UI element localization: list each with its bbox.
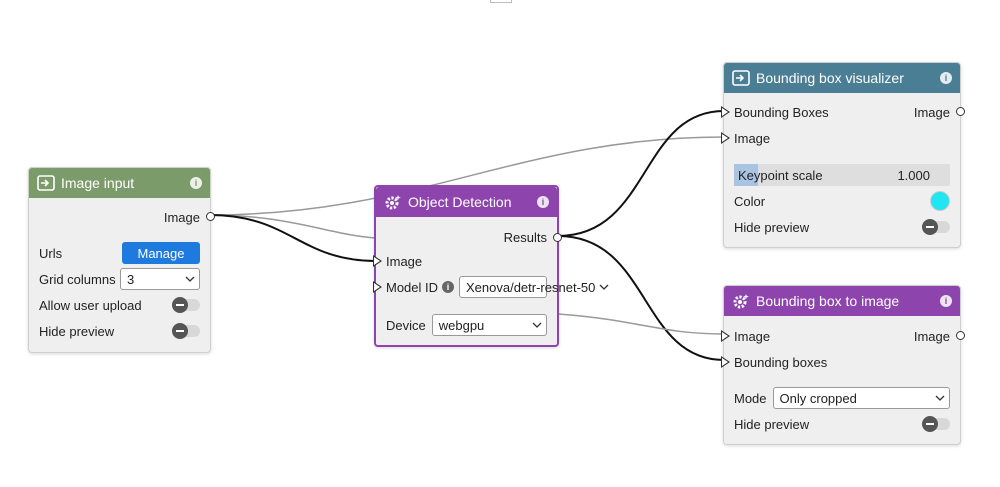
- bounding-boxes-input-port[interactable]: [721, 106, 730, 118]
- bbox-to-image-title: Bounding box to image: [756, 293, 900, 309]
- keypoint-scale-slider[interactable]: Keypoint scale 1.000: [734, 164, 950, 186]
- model-id-input-port[interactable]: [373, 281, 382, 293]
- image-output-label: Image: [163, 209, 200, 225]
- color-label: Color: [734, 193, 766, 209]
- urls-label: Urls: [39, 245, 63, 261]
- chevron-down-icon: [185, 276, 195, 282]
- model-id-label: Model ID: [386, 279, 439, 295]
- model-id-info-icon[interactable]: i: [442, 281, 455, 293]
- image-input-title: Image input: [61, 175, 135, 191]
- allow-upload-label: Allow user upload: [39, 297, 142, 313]
- info-icon[interactable]: i: [190, 177, 202, 189]
- chevron-down-icon: [599, 284, 609, 290]
- image-input-node[interactable]: Image input i Image Urls Manage Grid col…: [28, 167, 215, 353]
- wire-results-to-bbox-image: [557, 235, 725, 361]
- device-select[interactable]: webgpu: [431, 314, 547, 336]
- bbox-to-image-header[interactable]: Bounding box to image i: [724, 286, 960, 316]
- input-icon: [37, 174, 55, 192]
- bbox-visualizer-header[interactable]: Bounding box visualizer i: [724, 63, 960, 93]
- results-label: Results: [503, 229, 547, 245]
- info-icon[interactable]: i: [940, 72, 952, 84]
- model-id-value: Xenova/detr-resnet-50: [466, 279, 596, 295]
- info-icon[interactable]: i: [940, 295, 952, 307]
- allow-upload-toggle[interactable]: [172, 297, 200, 313]
- bounding-boxes-label: Bounding boxes: [734, 354, 828, 370]
- grid-columns-select[interactable]: 3: [120, 268, 200, 290]
- keypoint-scale-value: 1.000: [897, 168, 930, 183]
- mode-select[interactable]: Only cropped: [772, 387, 950, 409]
- object-detection-node[interactable]: Object Detection i Results Image Model I…: [373, 185, 609, 347]
- bounding-boxes-input-port[interactable]: [721, 356, 730, 368]
- hide-preview-label: Hide preview: [39, 323, 115, 339]
- device-value: webgpu: [438, 317, 485, 333]
- object-detection-title: Object Detection: [408, 194, 512, 210]
- bbox-to-image-node[interactable]: Bounding box to image i Image Image Boun…: [721, 285, 965, 445]
- keypoint-scale-label: Keypoint scale: [738, 168, 823, 183]
- image-input-port[interactable]: [373, 255, 382, 267]
- image-output-label: Image: [913, 328, 950, 344]
- wire-image-to-detection-gray: [209, 214, 377, 239]
- bbox-visualizer-node[interactable]: Bounding box visualizer i Bounding Boxes…: [721, 62, 965, 248]
- image-input-label: Image: [734, 130, 771, 146]
- mode-label: Mode: [734, 390, 767, 406]
- image-input-header[interactable]: Image input i: [29, 168, 210, 198]
- wire-image-to-detection: [209, 214, 377, 262]
- image-output-port[interactable]: [956, 107, 965, 116]
- gear-sparkle-icon: [384, 193, 402, 211]
- keypoint-scale-fill: [734, 164, 758, 186]
- color-swatch[interactable]: [930, 191, 950, 211]
- canvas-top-handle: [490, 0, 512, 3]
- hide-preview-toggle[interactable]: [922, 219, 950, 235]
- hide-preview-label: Hide preview: [734, 219, 810, 235]
- image-input-port[interactable]: [721, 330, 730, 342]
- grid-columns-value: 3: [127, 271, 135, 287]
- mode-value: Only cropped: [779, 390, 857, 406]
- results-output-port[interactable]: [553, 233, 562, 242]
- wire-results-to-visualizer: [557, 110, 725, 237]
- image-output-port[interactable]: [956, 331, 965, 340]
- chevron-down-icon: [532, 322, 542, 328]
- output-icon: [732, 69, 750, 87]
- chevron-down-icon: [935, 395, 945, 401]
- bounding-boxes-label: Bounding Boxes: [734, 104, 829, 120]
- wire-image-to-bbox-image: [557, 313, 725, 335]
- gear-sparkle-icon: [732, 292, 750, 310]
- model-id-select[interactable]: Xenova/detr-resnet-50: [459, 276, 609, 298]
- image-output-label: Image: [913, 104, 950, 120]
- hide-preview-toggle[interactable]: [172, 323, 200, 339]
- object-detection-header[interactable]: Object Detection i: [376, 187, 557, 217]
- image-input-label: Image: [386, 253, 423, 269]
- device-label: Device: [386, 317, 426, 333]
- image-input-port[interactable]: [721, 132, 730, 144]
- hide-preview-label: Hide preview: [734, 416, 810, 432]
- image-output-port[interactable]: [206, 212, 215, 221]
- hide-preview-toggle[interactable]: [922, 416, 950, 432]
- info-icon[interactable]: i: [537, 196, 549, 208]
- image-input-label: Image: [734, 328, 771, 344]
- bbox-visualizer-title: Bounding box visualizer: [756, 70, 904, 86]
- manage-button[interactable]: Manage: [122, 242, 200, 264]
- grid-columns-label: Grid columns: [39, 271, 116, 287]
